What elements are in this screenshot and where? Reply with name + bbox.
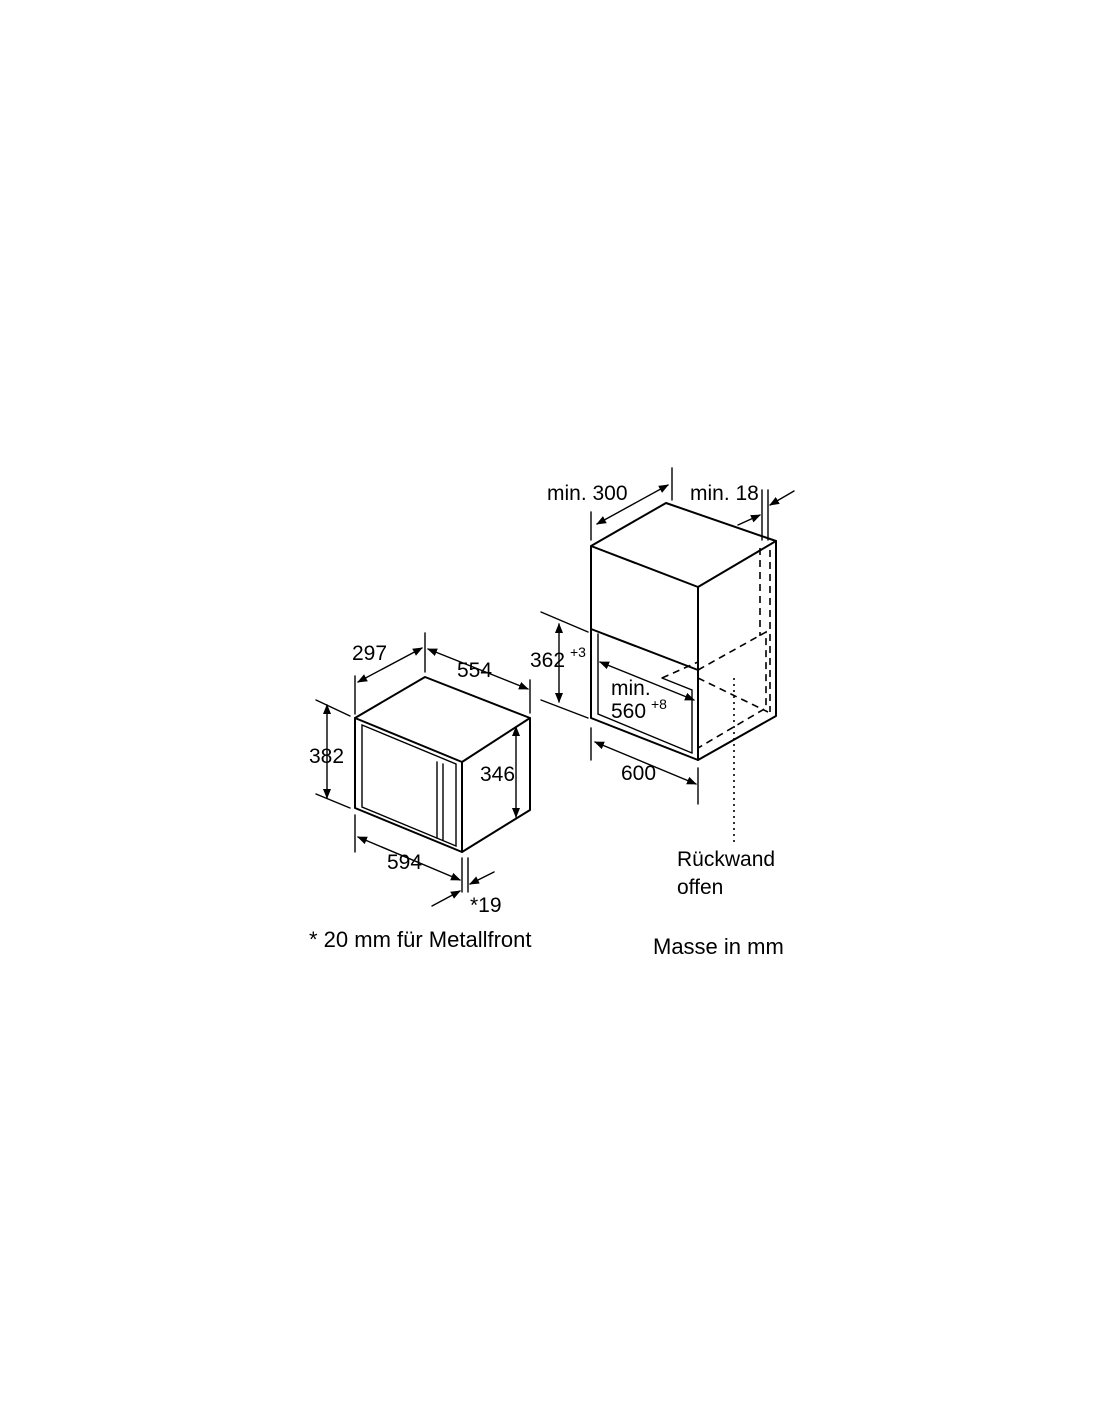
label-min300: min. 300 [547, 482, 628, 505]
dim-560-line [599, 661, 695, 701]
label-594: 594 [387, 851, 422, 874]
label-back-wall-line1: Rückwand [677, 848, 775, 871]
dim-min300-line [596, 484, 669, 525]
upper-cabinet-top [590, 502, 777, 588]
label-600: 600 [621, 762, 656, 785]
ext-line [315, 699, 351, 717]
label-346: 346 [480, 763, 515, 786]
appliance-side-face [461, 717, 531, 853]
appliance-drawing: 297 554 382 346 594 *19 [309, 632, 531, 917]
dim-297-line [357, 647, 423, 683]
ext-line [540, 699, 589, 719]
label-min18: min. 18 [690, 482, 759, 505]
label-382: 382 [309, 745, 344, 768]
appliance-front-inner [361, 723, 457, 848]
niche-opening-inner [597, 633, 693, 754]
label-554: 554 [457, 659, 492, 682]
appliance-top-face [354, 676, 531, 763]
label-560-min: min. [611, 677, 651, 700]
ext-line [315, 793, 351, 809]
dim-min18-line-right [769, 490, 795, 506]
label-back-wall-line2: offen [677, 876, 723, 899]
upper-cabinet-side [697, 540, 777, 761]
appliance-control-panel [436, 761, 444, 841]
dim-19-line-left [431, 890, 461, 907]
niche-drawing: min. 300 min. 18 362 +3 min. 560 +8 600 … [530, 467, 795, 899]
dim-19-line-right [469, 871, 495, 885]
footnote-metal-front: * 20 mm für Metallfront [309, 927, 532, 952]
dim-min18-line-left [737, 514, 761, 526]
label-560-tolerance: +8 [651, 696, 667, 712]
label-19: *19 [470, 894, 502, 917]
label-560: 560 [611, 700, 646, 723]
units-note: Masse in mm [653, 934, 784, 959]
label-362: 362 [530, 649, 565, 672]
dim-594-line [357, 836, 461, 881]
dim-554-line [427, 648, 529, 690]
niche-opening [590, 628, 699, 761]
niche-hidden-edges [661, 548, 771, 749]
appliance-front-face [354, 717, 463, 853]
ext-line [540, 611, 589, 633]
upper-cabinet-front [590, 545, 699, 671]
label-362-tolerance: +3 [570, 644, 586, 660]
label-297: 297 [352, 642, 387, 665]
dim-600-line [594, 741, 697, 785]
